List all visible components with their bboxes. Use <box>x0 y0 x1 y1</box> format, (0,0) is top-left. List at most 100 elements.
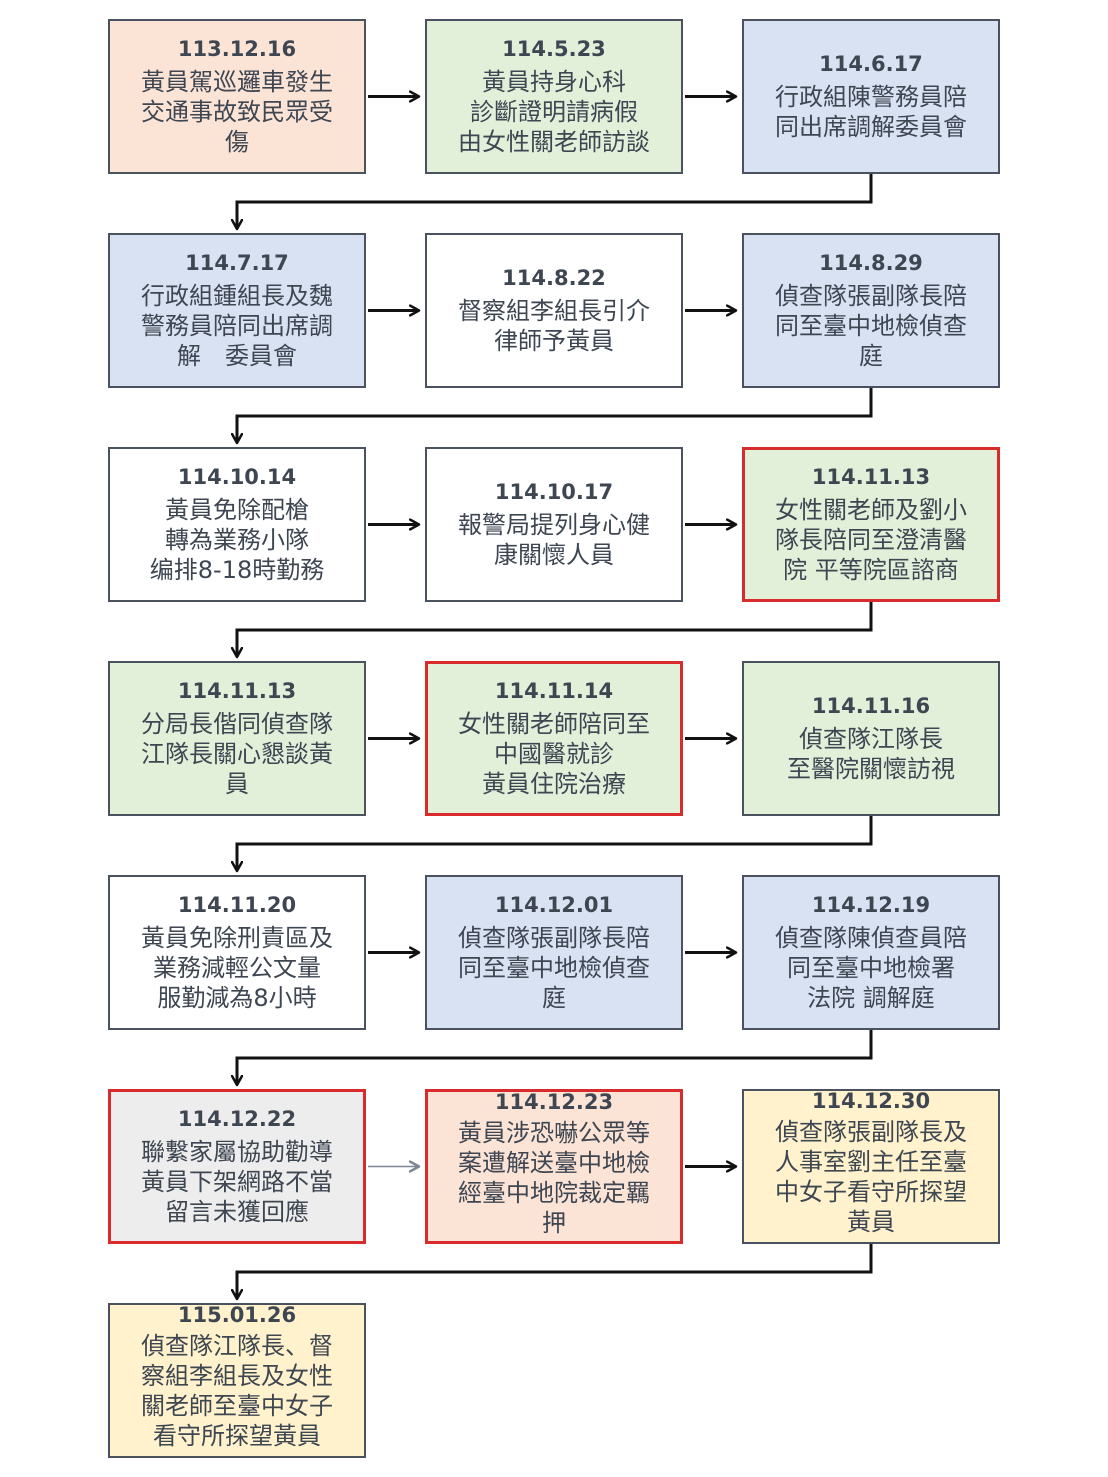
node-date: 114.6.17 <box>819 51 923 76</box>
node-date: 114.12.30 <box>811 1089 931 1113</box>
node-text-line: 行政組鍾組長及魏 <box>141 281 333 310</box>
node-date: 114.7.17 <box>185 250 289 275</box>
node-text-line: 黃員 <box>847 1208 895 1236</box>
node-text-line: 診斷證明請病假 <box>470 97 638 126</box>
node-date: 115.01.26 <box>177 1303 297 1327</box>
node-date: 114.11.20 <box>177 892 297 917</box>
node-date: 114.11.14 <box>494 678 614 703</box>
timeline-node: 114.11.20 黃員免除刑責區及業務減輕公文量服勤減為8小時 <box>108 875 366 1030</box>
node-text-line: 經臺中地院裁定羈 <box>458 1179 650 1207</box>
node-text-line: 偵查隊張副隊長及 <box>775 1118 967 1146</box>
node-text-line: 康關懷人員 <box>494 540 614 569</box>
node-text-line: 法院 調解庭 <box>807 983 935 1012</box>
node-text-line: 黃員駕巡邏車發生 <box>141 67 333 96</box>
node-text-line: 押 <box>542 1209 566 1237</box>
timeline-node: 114.8.22 督察組李組長引介律師予黃員 <box>425 233 683 388</box>
node-text-line: 看守所探望黃員 <box>153 1422 321 1450</box>
node-text-line: 院 平等院區諮商 <box>783 555 959 584</box>
timeline-node: 114.10.14 黃員免除配槍轉為業務小隊编排8-18時勤務 <box>108 447 366 602</box>
timeline-node: 114.11.13 分局長偕同偵查隊江隊長關心懇談黃員 <box>108 661 366 816</box>
node-text-line: 留言未獲回應 <box>165 1197 309 1226</box>
node-date: 114.10.17 <box>494 479 614 504</box>
timeline-node: 114.10.17 報警局提列身心健康關懷人員 <box>425 447 683 602</box>
row-wrap-arrow <box>237 816 873 871</box>
row-wrap-arrow <box>237 602 873 657</box>
node-text-line: 黃員免除刑責區及 <box>141 923 333 952</box>
node-date: 114.12.23 <box>494 1090 614 1114</box>
node-text-line: 中國醫就診 <box>494 739 614 768</box>
node-text-line: 案遭解送臺中地檢 <box>458 1149 650 1177</box>
node-text-line: 解 委員會 <box>177 341 297 370</box>
row-wrap-arrow <box>237 1244 873 1299</box>
timeline-node: 115.01.26 偵查隊江隊長、督察組李組長及女性關老師至臺中女子看守所探望黃員 <box>108 1303 366 1458</box>
timeline-node: 113.12.16 黃員駕巡邏車發生交通事故致民眾受傷 <box>108 19 366 174</box>
node-date: 114.11.13 <box>177 678 297 703</box>
node-text-line: 偵查隊陳偵查員陪 <box>775 923 967 952</box>
node-text-line: 督察組李組長引介 <box>458 296 650 325</box>
node-date: 114.11.16 <box>811 693 931 718</box>
node-text-line: 律師予黃員 <box>494 326 614 355</box>
node-text-line: 轉為業務小隊 <box>165 525 309 554</box>
node-text-line: 庭 <box>859 341 883 370</box>
timeline-node: 114.7.17 行政組鍾組長及魏警務員陪同出席調解 委員會 <box>108 233 366 388</box>
node-text-line: 聯繫家屬協助勸導 <box>141 1137 333 1166</box>
row-wrap-arrow <box>237 174 873 229</box>
node-text-line: 關老師至臺中女子 <box>141 1392 333 1420</box>
node-date: 113.12.16 <box>177 36 297 61</box>
node-text-line: 黃員持身心科 <box>482 67 626 96</box>
timeline-node: 114.5.23 黃員持身心科診斷證明請病假由女性關老師訪談 <box>425 19 683 174</box>
timeline-node: 114.11.13 女性關老師及劉小隊長陪同至澄清醫院 平等院區諮商 <box>742 447 1000 602</box>
timeline-node: 114.11.16 偵查隊江隊長至醫院關懷訪視 <box>742 661 1000 816</box>
node-text-line: 江隊長關心懇談黃 <box>141 739 333 768</box>
node-text-line: 員 <box>225 769 249 798</box>
node-text-line: 警務員陪同出席調 <box>141 311 333 340</box>
node-text-line: 女性關老師及劉小 <box>775 495 967 524</box>
node-text-line: 偵查隊張副隊長陪 <box>775 281 967 310</box>
node-date: 114.11.13 <box>811 464 931 489</box>
node-date: 114.10.14 <box>177 464 297 489</box>
node-text-line: 黃員住院治療 <box>482 769 626 798</box>
timeline-node: 114.6.17 行政組陳警務員陪同出席調解委員會 <box>742 19 1000 174</box>
node-text-line: 報警局提列身心健 <box>458 510 650 539</box>
timeline-node: 114.12.01 偵查隊張副隊長陪同至臺中地檢偵查庭 <box>425 875 683 1030</box>
timeline-node: 114.12.23 黃員涉恐嚇公眾等案遭解送臺中地檢經臺中地院裁定羈押 <box>425 1089 683 1244</box>
node-date: 114.12.19 <box>811 892 931 917</box>
node-text-line: 同出席調解委員會 <box>775 112 967 141</box>
row-wrap-arrow <box>237 388 873 443</box>
node-text-line: 编排8-18時勤務 <box>149 555 325 584</box>
node-text-line: 中女子看守所探望 <box>775 1178 967 1206</box>
node-text-line: 同至臺中地檢偵查 <box>458 953 650 982</box>
node-date: 114.8.29 <box>819 250 923 275</box>
node-date: 114.12.01 <box>494 892 614 917</box>
timeline-node: 114.11.14 女性關老師陪同至中國醫就診黃員住院治療 <box>425 661 683 816</box>
node-text-line: 分局長偕同偵查隊 <box>141 709 333 738</box>
node-text-line: 行政組陳警務員陪 <box>775 82 967 111</box>
node-text-line: 業務減輕公文量 <box>153 953 321 982</box>
node-text-line: 隊長陪同至澄清醫 <box>775 525 967 554</box>
node-text-line: 交通事故致民眾受 <box>141 97 333 126</box>
timeline-node: 114.12.19 偵查隊陳偵查員陪同至臺中地檢署法院 調解庭 <box>742 875 1000 1030</box>
node-text-line: 人事室劉主任至臺 <box>775 1148 967 1176</box>
row-wrap-arrow <box>237 1030 873 1085</box>
node-text-line: 偵查隊江隊長 <box>799 724 943 753</box>
node-text-line: 庭 <box>542 983 566 1012</box>
node-text-line: 黃員涉恐嚇公眾等 <box>458 1119 650 1147</box>
node-text-line: 同至臺中地檢署 <box>787 953 955 982</box>
node-text-line: 傷 <box>225 127 249 156</box>
node-text-line: 察組李組長及女性 <box>141 1362 333 1390</box>
timeline-node: 114.12.30 偵查隊張副隊長及人事室劉主任至臺中女子看守所探望黃員 <box>742 1089 1000 1244</box>
node-text-line: 黃員免除配槍 <box>165 495 309 524</box>
node-date: 114.8.22 <box>502 265 606 290</box>
node-text-line: 至醫院關懷訪視 <box>787 754 955 783</box>
node-text-line: 偵查隊張副隊長陪 <box>458 923 650 952</box>
node-text-line: 偵查隊江隊長、督 <box>141 1332 333 1360</box>
node-text-line: 服勤減為8小時 <box>157 983 317 1012</box>
node-text-line: 女性關老師陪同至 <box>458 709 650 738</box>
node-text-line: 由女性關老師訪談 <box>458 127 650 156</box>
node-text-line: 黃員下架網路不當 <box>141 1167 333 1196</box>
node-date: 114.5.23 <box>502 36 606 61</box>
